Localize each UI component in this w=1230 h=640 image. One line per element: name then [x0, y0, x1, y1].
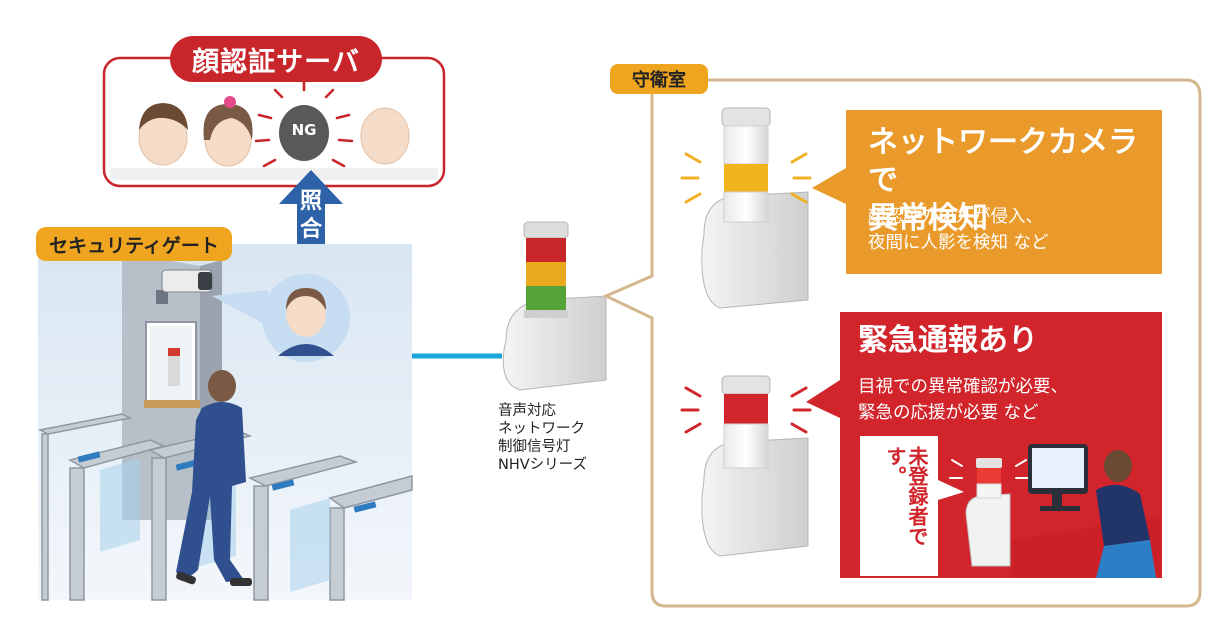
operator-scene: [949, 444, 1160, 578]
product-line: 音声対応: [498, 403, 556, 419]
scenario2-title: 緊急通報あり: [858, 323, 1038, 358]
scenario1-title-line: 異常検知: [868, 201, 988, 236]
scenario1-box: [812, 110, 1162, 274]
scenario2-body-line: 緊急の応援が必要 など: [858, 403, 1039, 423]
face-server-panel: [102, 56, 446, 188]
scenario1-title: ネットワークカメラで 異常検知: [868, 124, 1158, 238]
security-camera-icon: [156, 269, 213, 304]
scenario1-title-line: ネットワークカメラで: [868, 125, 1138, 198]
ng-label: NG: [291, 121, 317, 139]
product-caption: 音声対応 ネットワーク 制御信号灯 NHVシリーズ: [498, 402, 587, 474]
camera-view-balloon: [212, 274, 350, 362]
speech-bubble-text: 未登録者です。: [872, 446, 929, 564]
security-gate-scene: [37, 244, 413, 601]
face-icon-2: [203, 96, 253, 167]
scenario1-body: 顔認証外の人が侵入、 夜間に人影を検知 など: [868, 204, 1158, 256]
guard-room-label: 守衛室: [610, 64, 708, 94]
product-line: 制御信号灯: [498, 439, 571, 455]
scenario2-body-line: 目視での異常確認が必要、: [858, 377, 1068, 397]
security-gate-label: セキュリティゲート: [36, 227, 232, 261]
speech-bubble: [860, 436, 964, 576]
face-icon-1: [138, 103, 188, 166]
walking-person-icon: [176, 370, 252, 586]
tower-orange-light: [680, 107, 812, 309]
signal-tower-product: [502, 221, 607, 391]
scenario1-body-line: 夜間に人影を検知 など: [868, 233, 1049, 253]
speech-bubble-line: です。: [883, 446, 929, 546]
face-server-title: 顔認証サーバ: [170, 36, 382, 82]
product-line: NHVシリーズ: [498, 457, 587, 473]
product-line: ネットワーク: [498, 421, 585, 437]
scenario2-body: 目視での異常確認が必要、 緊急の応援が必要 など: [858, 374, 1158, 426]
face-icon-4: [360, 107, 410, 165]
verify-label: 照合: [299, 189, 322, 242]
tower-red-light: [680, 375, 812, 557]
scenario1-body-line: 顔認証外の人が侵入、: [868, 207, 1043, 227]
ng-face-icon: [254, 78, 354, 168]
speech-bubble-line: 未登録者: [905, 446, 929, 526]
